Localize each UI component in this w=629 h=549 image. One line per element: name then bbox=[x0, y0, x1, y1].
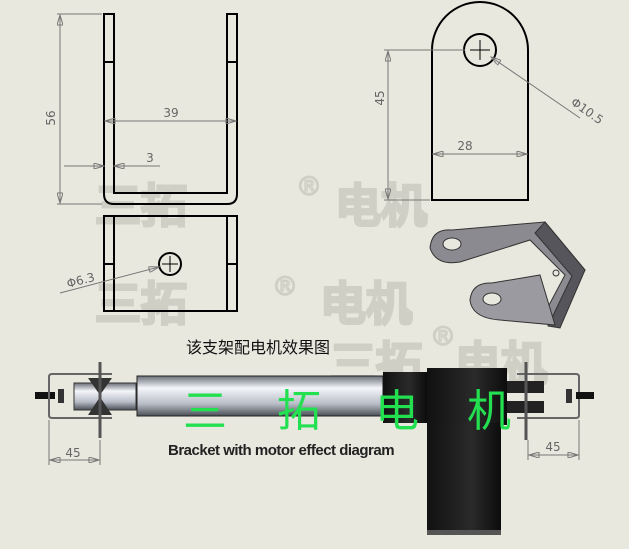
dim-clevis-width: 28 bbox=[457, 139, 472, 153]
dim-right-bracket: 45 bbox=[545, 440, 560, 454]
svg-text:三: 三 bbox=[183, 386, 227, 437]
svg-text:三拓: 三拓 bbox=[95, 277, 187, 331]
bottom-dimensions bbox=[48, 420, 580, 465]
svg-text:三拓: 三拓 bbox=[95, 179, 187, 233]
clevis-view bbox=[431, 1, 529, 201]
dim-inner-width: 39 bbox=[163, 106, 178, 120]
dim-clevis-height: 45 bbox=[373, 90, 387, 105]
watermark: 三拓 ® 电机 三拓 ® 电机 三拓 ® 电机 bbox=[94, 171, 549, 392]
bottom-view bbox=[103, 215, 238, 312]
overlay-characters: 三 拓 电 机 bbox=[183, 386, 511, 437]
dim-large-hole: Φ10.5 bbox=[568, 95, 606, 127]
caption-chinese: 该支架配电机效果图 bbox=[186, 338, 330, 357]
dim-thickness: 3 bbox=[146, 151, 154, 165]
front-view bbox=[103, 13, 238, 205]
svg-text:®: ® bbox=[296, 172, 322, 202]
caption-english: Bracket with motor effect diagram bbox=[168, 442, 394, 459]
actuator-assembly bbox=[35, 362, 594, 535]
svg-text:拓: 拓 bbox=[277, 386, 321, 437]
svg-text:电机: 电机 bbox=[320, 277, 412, 331]
bracket-3d-render bbox=[429, 221, 586, 329]
svg-text:电机: 电机 bbox=[335, 179, 427, 233]
svg-text:®: ® bbox=[430, 322, 456, 352]
svg-text:电: 电 bbox=[375, 386, 419, 437]
svg-text:机: 机 bbox=[467, 386, 511, 437]
front-dimensions bbox=[57, 13, 236, 205]
hole-leader bbox=[59, 267, 159, 294]
dim-left-bracket: 45 bbox=[65, 446, 80, 460]
dim-height: 56 bbox=[44, 110, 58, 125]
svg-text:®: ® bbox=[272, 272, 298, 302]
clevis-dimensions bbox=[384, 49, 581, 201]
